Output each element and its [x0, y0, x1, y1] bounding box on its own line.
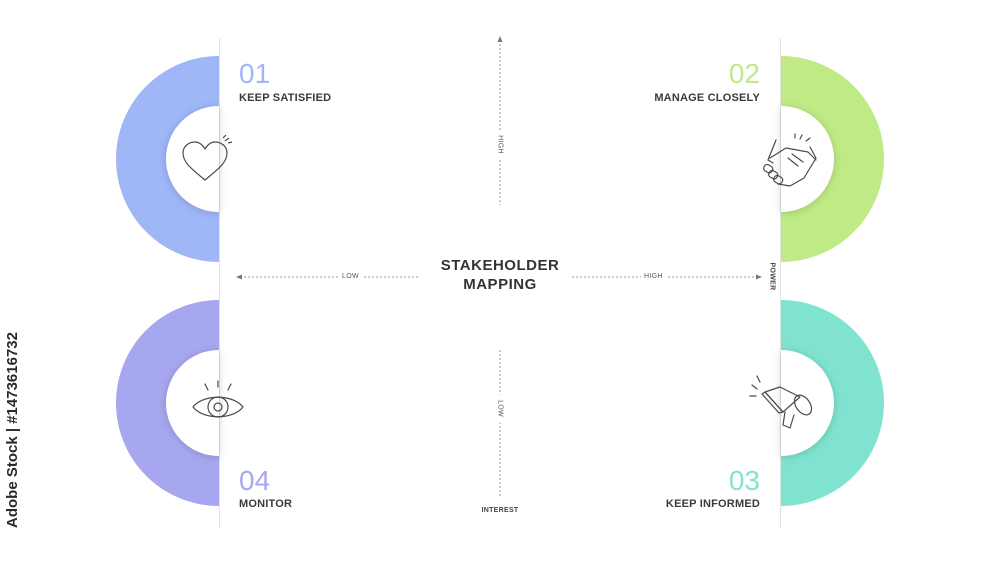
vertical-axis-high-label: HIGH: [496, 130, 504, 159]
quadrant-label-monitor: MONITOR: [239, 498, 293, 510]
horizontal-axis-high-label: HIGH: [641, 273, 666, 280]
left-separator-line: [219, 38, 220, 528]
horizontal-axis-low-label: LOW: [339, 273, 362, 280]
quadrant-number-manage-closely: 02: [728, 58, 760, 89]
diagram-title: STAKEHOLDER MAPPING: [400, 256, 600, 294]
handshake-icon: [763, 133, 817, 187]
quadrant-number-monitor: 04: [239, 465, 271, 496]
heart-icon: [182, 134, 233, 181]
power-axis-label: POWER: [768, 262, 776, 291]
megaphone-icon: [749, 375, 813, 429]
inner-disc-keep-satisfied: [166, 106, 219, 212]
quadrant-label-keep-informed: KEEP INFORMED: [665, 498, 760, 510]
inner-disc-monitor: [166, 350, 219, 456]
arrow-right-icon: [756, 274, 762, 280]
quadrant-label-keep-satisfied: KEEP SATISFIED: [239, 92, 332, 104]
quadrant-label-manage-closely: MANAGE CLOSELY: [654, 92, 760, 104]
eye-icon: [192, 380, 244, 418]
arrow-left-icon: [236, 274, 242, 280]
diagram-title-line-2: MAPPING: [463, 276, 537, 293]
stock-id-watermark: Adobe Stock | #1473616732: [4, 332, 21, 528]
inner-disc-manage-closely: [781, 106, 834, 212]
right-separator-line: [780, 38, 781, 528]
inner-disc-keep-informed: [781, 350, 834, 456]
quadrant-number-keep-informed: 03: [728, 465, 760, 496]
vertical-axis-low-label: LOW: [496, 394, 504, 423]
interest-axis-label: INTEREST: [481, 507, 519, 514]
quadrant-number-keep-satisfied: 01: [239, 58, 271, 89]
arrow-up-icon: [497, 36, 503, 42]
diagram-title-line-1: STAKEHOLDER: [440, 257, 560, 274]
